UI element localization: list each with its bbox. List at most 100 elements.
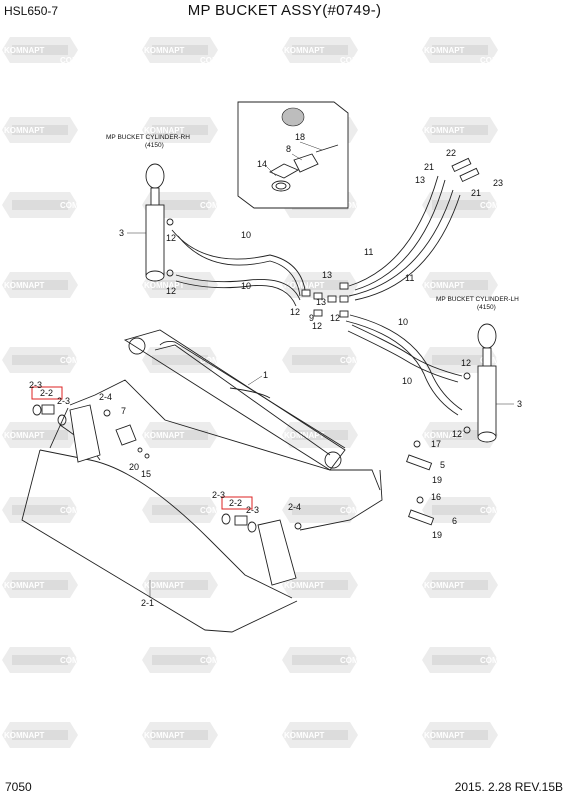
svg-text:COMPART: COMPART [480,56,520,65]
svg-text:19: 19 [432,530,442,540]
bucket-frame [21,329,383,633]
svg-text:10: 10 [241,230,251,240]
svg-text:2-3: 2-3 [212,490,225,500]
svg-text:COMPART: COMPART [200,56,240,65]
svg-text:KOMNAPT: KOMNAPT [4,731,45,740]
svg-text:COMPART: COMPART [200,506,240,515]
svg-text:(4150): (4150) [145,142,164,149]
svg-text:23: 23 [493,178,503,188]
svg-text:MP BUCKET CYLINDER-LH: MP BUCKET CYLINDER-LH [436,296,519,303]
svg-text:KOMNAPT: KOMNAPT [424,731,465,740]
svg-text:KOMNAPT: KOMNAPT [424,126,465,135]
svg-text:2-2: 2-2 [229,498,242,508]
svg-text:12: 12 [330,313,340,323]
svg-text:3: 3 [517,399,522,409]
svg-text:MP BUCKET CYLINDER-RH: MP BUCKET CYLINDER-RH [106,134,190,141]
svg-text:COMPART: COMPART [60,56,100,65]
svg-text:7: 7 [121,406,126,416]
svg-text:10: 10 [398,317,408,327]
svg-text:COMPART: COMPART [340,56,380,65]
svg-text:12: 12 [461,358,471,368]
svg-text:14: 14 [257,159,267,169]
svg-text:5: 5 [440,460,445,470]
svg-text:KOMNAPT: KOMNAPT [144,581,185,590]
revision-stamp: 2015. 2.28 REV.15B [454,780,563,794]
svg-text:20: 20 [129,462,139,472]
svg-text:13: 13 [322,270,332,280]
svg-text:3: 3 [119,228,124,238]
svg-text:COMPART: COMPART [340,356,380,365]
svg-text:13: 13 [316,297,326,307]
model-code: HSL650-7 [4,4,59,18]
svg-text:KOMNAPT: KOMNAPT [144,731,185,740]
svg-text:KOMNAPT: KOMNAPT [4,431,45,440]
svg-text:KOMNAPT: KOMNAPT [4,581,45,590]
svg-text:COMPART: COMPART [340,201,380,210]
svg-text:1: 1 [263,370,268,380]
svg-text:2-3: 2-3 [29,380,42,390]
page-title: MP BUCKET ASSY(#0749-) [187,2,382,19]
svg-text:KOMNAPT: KOMNAPT [284,731,325,740]
watermark-layer: KOMNAPT KOMNAPT KOMNAPT KOMNAPT COMPART COMP… [2,37,520,748]
svg-text:COMPART: COMPART [60,201,100,210]
svg-text:13: 13 [415,175,425,185]
svg-text:KOMNAPT: KOMNAPT [144,281,185,290]
svg-text:2-3: 2-3 [57,396,70,406]
svg-text:KOMNAPT: KOMNAPT [144,126,185,135]
bucket-cylinder-lh: MP BUCKET CYLINDER-LH (4150) 3 12 12 [436,296,522,443]
svg-text:12: 12 [166,233,176,243]
svg-text:15: 15 [141,469,151,479]
detail-inset: 18 8 14 [237,101,349,209]
svg-text:COMPART: COMPART [480,506,520,515]
svg-text:COMPART: COMPART [60,506,100,515]
svg-text:COMPART: COMPART [60,656,100,665]
svg-text:COMPART: COMPART [480,201,520,210]
svg-text:9: 9 [309,313,314,323]
svg-text:19: 19 [432,475,442,485]
svg-text:KOMNAPT: KOMNAPT [424,581,465,590]
svg-text:KOMNAPT: KOMNAPT [144,46,185,55]
svg-text:22: 22 [446,148,456,158]
svg-text:6: 6 [452,516,457,526]
hydraulic-hoses [171,157,480,416]
svg-text:2-1: 2-1 [141,598,154,608]
svg-text:2-4: 2-4 [288,502,301,512]
svg-text:21: 21 [471,188,481,198]
svg-text:2-2: 2-2 [40,388,53,398]
svg-text:10: 10 [241,281,251,291]
svg-text:COMPART: COMPART [200,656,240,665]
svg-text:KOMNAPT: KOMNAPT [424,46,465,55]
svg-text:2-3: 2-3 [246,505,259,515]
svg-text:KOMNAPT: KOMNAPT [284,581,325,590]
svg-text:16: 16 [431,492,441,502]
svg-text:11: 11 [364,247,373,257]
svg-text:18: 18 [295,132,305,142]
page-number: 7050 [5,780,32,794]
svg-text:12: 12 [166,286,176,296]
svg-text:12: 12 [290,307,300,317]
svg-text:11: 11 [405,273,414,283]
svg-text:KOMNAPT: KOMNAPT [144,431,185,440]
svg-text:KOMNAPT: KOMNAPT [284,46,325,55]
svg-text:KOMNAPT: KOMNAPT [4,281,45,290]
bucket-cylinder-rh: MP BUCKET CYLINDER-RH (4150) 3 12 12 [106,134,190,296]
svg-text:COMPART: COMPART [340,506,380,515]
svg-text:10: 10 [402,376,412,386]
svg-text:COMPART: COMPART [480,356,520,365]
svg-text:COMPART: COMPART [340,656,380,665]
svg-text:KOMNAPT: KOMNAPT [4,46,45,55]
svg-text:2-4: 2-4 [99,392,112,402]
svg-text:8: 8 [286,144,291,154]
svg-text:KOMNAPT: KOMNAPT [284,431,325,440]
svg-text:COMPART: COMPART [200,356,240,365]
part-number-labels: 1 2-1 2-2 2-2 2-3 2-3 2-3 2-3 2-4 2-4 5 … [29,148,503,608]
svg-text:COMPART: COMPART [60,356,100,365]
svg-text:17: 17 [431,439,441,449]
svg-text:KOMNAPT: KOMNAPT [424,281,465,290]
svg-text:COMPART: COMPART [200,201,240,210]
svg-text:COMPART: COMPART [480,656,520,665]
svg-text:KOMNAPT: KOMNAPT [4,126,45,135]
svg-text:12: 12 [312,321,322,331]
svg-text:21: 21 [424,162,434,172]
